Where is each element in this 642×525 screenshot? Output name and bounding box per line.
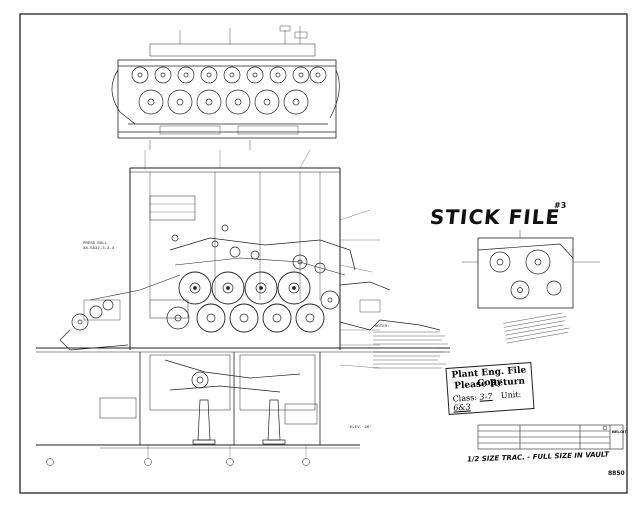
sheet-border: [19, 13, 628, 494]
stick-file-title: STICK FILE: [428, 205, 562, 229]
plant-eng-file-stamp: Plant Eng. File Copy Please Return Class…: [445, 362, 535, 415]
main-elevation-view: [36, 149, 450, 466]
stamp-unit-label: Unit:: [500, 389, 522, 401]
sheet-code: 8850: [608, 470, 625, 477]
company-logo-text: BELOIT: [612, 429, 627, 434]
elevation-label: ELEV. 26': [350, 426, 372, 430]
notes-block: [373, 331, 448, 369]
top-view-dryer-section: [111, 25, 340, 150]
stamp-unit-value: 6&3: [452, 402, 471, 413]
stick-file-number: #3: [554, 201, 567, 210]
title-block: [477, 424, 624, 450]
stamp-class-unit-row: Class: 3-7 Unit: 6&3: [452, 389, 533, 413]
reference-notes: [503, 312, 570, 344]
notes-header: NOTES:: [375, 325, 390, 329]
right-section-view: [462, 230, 600, 309]
press-roll-label: PRESS ROLL 38-5637-3-3-4: [83, 242, 115, 251]
stamp-class-value: 3-7: [479, 391, 493, 402]
